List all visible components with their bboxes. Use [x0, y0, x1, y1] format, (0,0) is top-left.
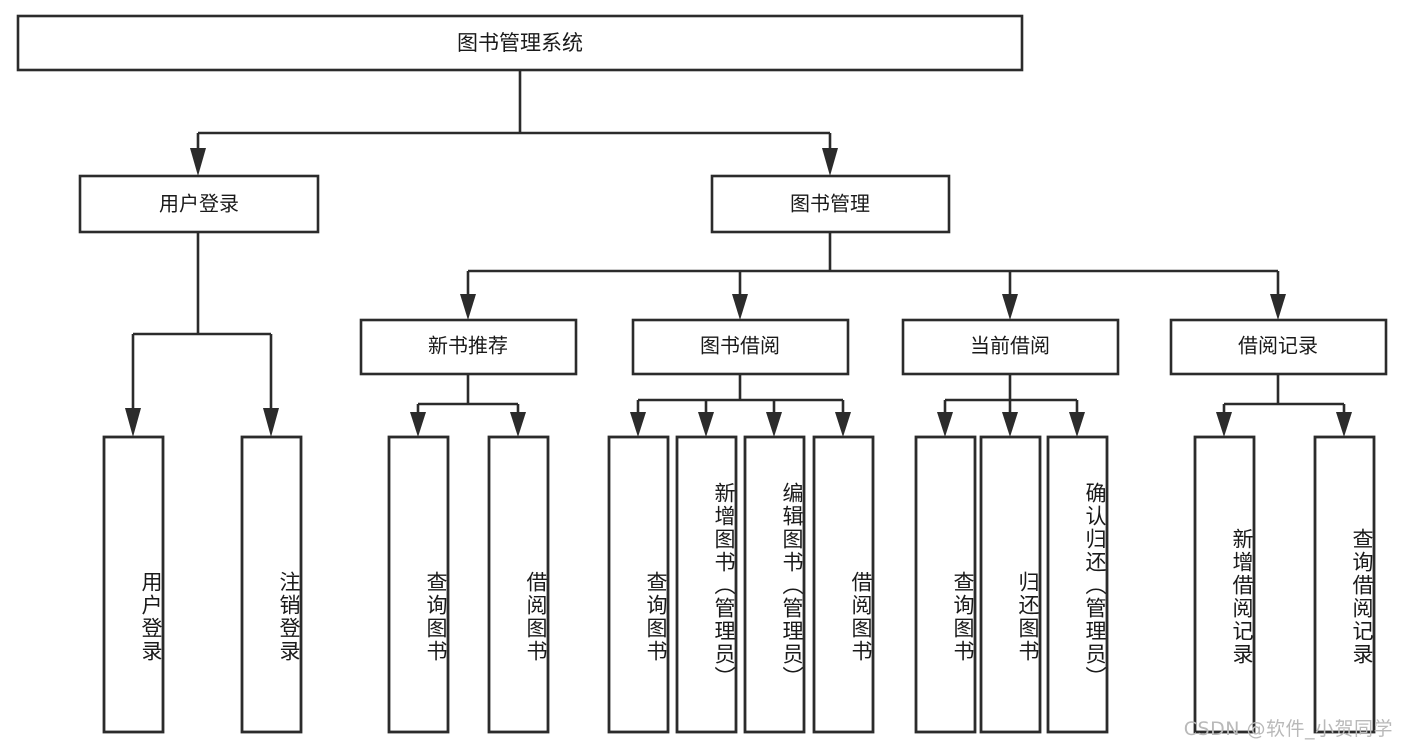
arrow-icon-bb-leaf-2	[698, 412, 714, 437]
leaf-box-bb-query-book[interactable]	[607, 435, 670, 734]
node-current-borrow-box[interactable]	[901, 318, 1120, 376]
leaf-box-layer	[102, 435, 1376, 734]
arrow-icon-bb-leaf-1	[630, 412, 646, 437]
watermark-text: CSDN @软件_小贺同学	[1183, 718, 1393, 740]
node-root[interactable]: 图书管理系统	[16, 14, 1024, 72]
node-root-label: 图书管理系统	[457, 31, 583, 55]
node-user-login-label: 用户登录	[159, 192, 239, 216]
leaf-box-nb-query-book[interactable]	[387, 435, 450, 734]
node-root-box[interactable]	[16, 14, 1024, 72]
leaf-box-br-add-record[interactable]	[1193, 435, 1256, 734]
arrow-icon-to-book-borrow	[732, 294, 748, 320]
leaf-box-user-login[interactable]	[102, 435, 165, 734]
arrow-icon-bb-leaf-3	[766, 412, 782, 437]
node-current-borrow[interactable]: 当前借阅	[901, 318, 1120, 376]
node-user-login[interactable]: 用户登录	[78, 174, 320, 234]
node-book-borrow-box[interactable]	[631, 318, 850, 376]
leaf-box-cb-return-book[interactable]	[979, 435, 1042, 734]
arrow-icon-to-new-book	[460, 294, 476, 320]
arrow-icon-br-leaf-2	[1336, 412, 1352, 437]
leaf-box-nb-borrow-book[interactable]	[487, 435, 550, 734]
arrow-icon-to-user-login	[190, 148, 206, 176]
leaf-box-bb-borrow-book[interactable]	[812, 435, 875, 734]
arrow-icon-cb-leaf-2	[1002, 412, 1018, 437]
leaf-box-bb-add-book[interactable]	[675, 435, 738, 734]
leaf-box-cb-confirm[interactable]	[1046, 435, 1109, 734]
arrow-icon-cb-leaf-3	[1069, 412, 1085, 437]
node-new-book-recommend-box[interactable]	[359, 318, 578, 376]
arrow-icon-to-leaf-logout	[263, 408, 279, 437]
node-book-manage-label: 图书管理	[790, 192, 870, 216]
node-book-borrow-label: 图书借阅	[700, 334, 780, 358]
arrow-icon-to-borrow-record	[1270, 294, 1286, 320]
connector-layer	[131, 70, 1346, 414]
arrowhead-layer	[125, 148, 1352, 437]
arrow-icon-nb-leaf-2	[510, 412, 526, 437]
node-book-manage[interactable]: 图书管理	[710, 174, 951, 234]
leaf-box-cb-query-book[interactable]	[914, 435, 977, 734]
arrow-icon-br-leaf-1	[1216, 412, 1232, 437]
node-book-manage-box[interactable]	[710, 174, 951, 234]
arrow-icon-nb-leaf-1	[410, 412, 426, 437]
node-book-borrow[interactable]: 图书借阅	[631, 318, 850, 376]
arrow-icon-to-book-manage	[822, 148, 838, 176]
node-new-book-recommend[interactable]: 新书推荐	[359, 318, 578, 376]
node-new-book-recommend-label: 新书推荐	[428, 334, 508, 358]
node-borrow-record-box[interactable]	[1169, 318, 1388, 376]
node-borrow-record-label: 借阅记录	[1238, 334, 1318, 358]
node-user-login-box[interactable]	[78, 174, 320, 234]
leaf-box-bb-edit-book[interactable]	[743, 435, 806, 734]
arrow-icon-to-leaf-user-login	[125, 408, 141, 437]
arrow-icon-cb-leaf-1	[937, 412, 953, 437]
leaf-box-br-query-record[interactable]	[1313, 435, 1376, 734]
node-borrow-record[interactable]: 借阅记录	[1169, 318, 1388, 376]
arrow-icon-bb-leaf-4	[835, 412, 851, 437]
leaf-box-logout[interactable]	[240, 435, 303, 734]
arrow-icon-to-current-borrow	[1002, 294, 1018, 320]
node-current-borrow-label: 当前借阅	[970, 334, 1050, 358]
